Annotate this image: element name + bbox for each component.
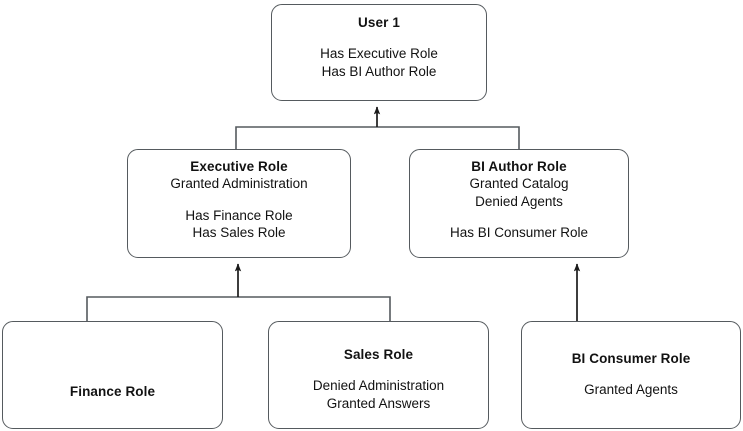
node-bi-author-role-grant-2: Denied Agents xyxy=(475,193,563,209)
node-sales-role[interactable]: Sales Role Denied Administration Granted… xyxy=(268,321,489,429)
node-user-1-line-1: Has Executive Role xyxy=(320,46,438,61)
node-sales-role-line-1: Denied Administration xyxy=(312,378,445,393)
node-executive-role-grant-1: Granted Administration xyxy=(170,176,308,191)
node-sales-role-line-2: Granted Answers xyxy=(326,395,431,411)
node-bi-author-role-title: BI Author Role xyxy=(471,159,567,174)
node-bi-consumer-role-line-1: Granted Agents xyxy=(584,382,678,397)
edge-biauthor-to-user1 xyxy=(377,126,520,149)
node-executive-role[interactable]: Executive Role Granted Administration Ha… xyxy=(127,149,351,258)
node-bi-author-role[interactable]: BI Author Role Granted Catalog Denied Ag… xyxy=(409,149,629,258)
node-executive-role-line-2: Has Sales Role xyxy=(192,225,286,240)
edge-executive-to-user1 xyxy=(235,126,377,149)
node-bi-consumer-role[interactable]: BI Consumer Role Granted Agents xyxy=(521,321,741,429)
node-user-1[interactable]: User 1 Has Executive Role Has BI Author … xyxy=(271,4,487,101)
node-executive-role-title: Executive Role xyxy=(190,159,288,174)
node-finance-role-title: Finance Role xyxy=(69,383,156,399)
node-sales-role-title: Sales Role xyxy=(343,347,414,362)
node-executive-role-line-1: Has Finance Role xyxy=(185,207,293,223)
node-bi-author-role-grant-1: Granted Catalog xyxy=(469,176,569,191)
edge-sales-to-executive xyxy=(238,296,391,321)
node-bi-author-role-line-1: Has BI Consumer Role xyxy=(449,225,589,240)
node-bi-consumer-role-title: BI Consumer Role xyxy=(571,351,691,366)
node-finance-role[interactable]: Finance Role xyxy=(2,321,223,429)
node-user-1-title: User 1 xyxy=(358,15,400,30)
node-user-1-line-2: Has BI Author Role xyxy=(321,63,437,79)
edge-finance-to-executive xyxy=(86,296,238,321)
